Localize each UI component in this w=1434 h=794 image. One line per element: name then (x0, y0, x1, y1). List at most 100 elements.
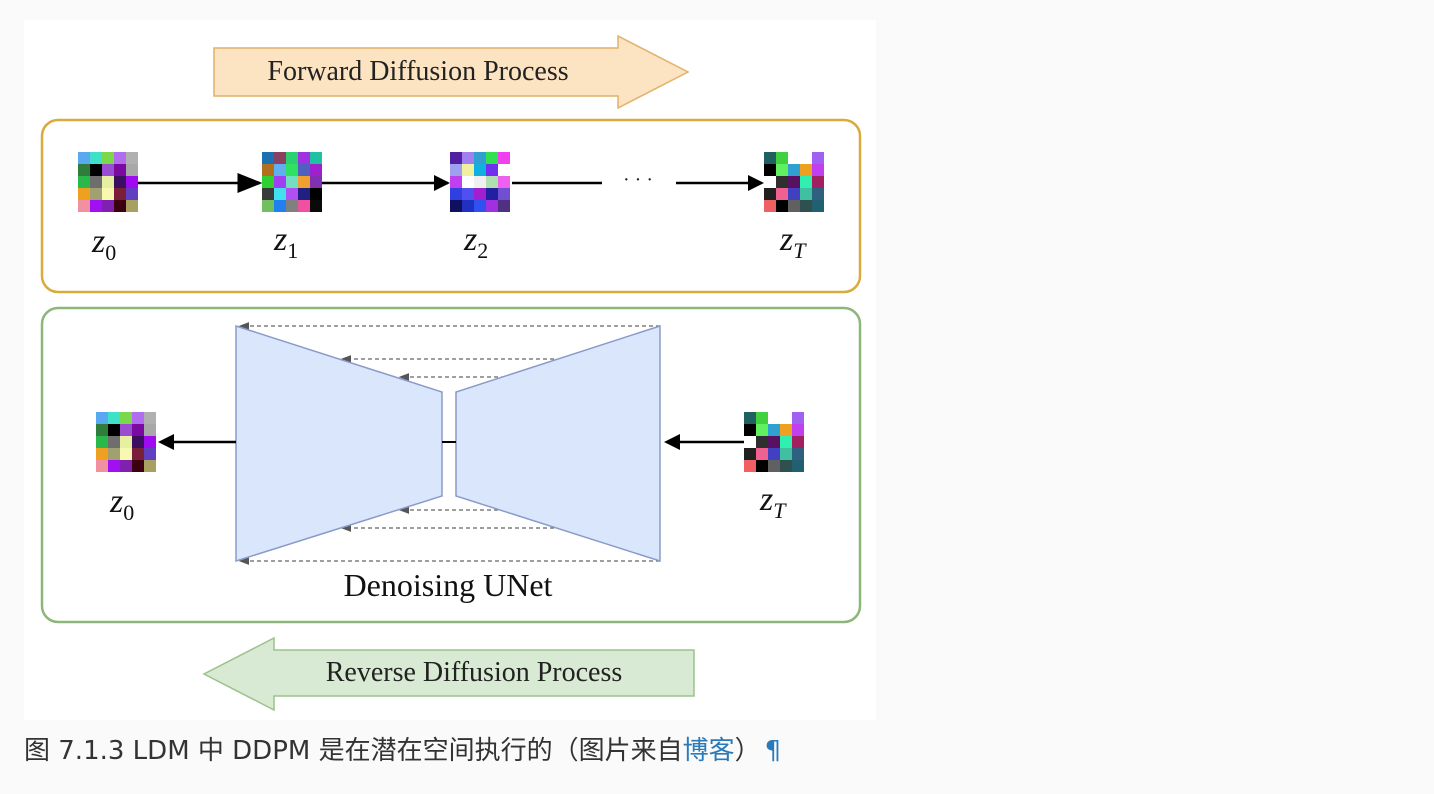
latent-pixel (310, 176, 322, 188)
latent-pixel (744, 448, 756, 460)
latent-pixel (78, 152, 90, 164)
latent-pixel (262, 176, 274, 188)
forward-arrow-label: Forward Diffusion Process (267, 56, 568, 87)
latent-pixel (144, 424, 156, 436)
latent-pixel (114, 176, 126, 188)
latent-pixel (132, 448, 144, 460)
latent-pixel (286, 164, 298, 176)
latent-grid-z1 (262, 152, 322, 212)
latent-pixel (780, 460, 792, 472)
latent-pixel (462, 164, 474, 176)
latent-pixel (126, 152, 138, 164)
latent-pixel (262, 188, 274, 200)
latent-pixel (286, 152, 298, 164)
latent-pixel (450, 176, 462, 188)
latent-pixel (274, 200, 286, 212)
latent-pixel (780, 412, 792, 424)
latent-pixel (102, 176, 114, 188)
latent-pixel (764, 164, 776, 176)
latent-pixel (90, 164, 102, 176)
latent-pixel (768, 412, 780, 424)
latent-pixel (450, 164, 462, 176)
ellipsis: · · · (623, 169, 653, 191)
latent-pixel (474, 200, 486, 212)
latent-pixel (310, 152, 322, 164)
latent-pixel (498, 188, 510, 200)
latent-pixel (450, 188, 462, 200)
label-reverse-zT: zT (759, 481, 787, 523)
latent-grid-z2 (450, 152, 510, 212)
latent-pixel (462, 176, 474, 188)
latent-pixel (108, 460, 120, 472)
latent-pixel (274, 164, 286, 176)
latent-pixel (132, 424, 144, 436)
latent-pixel (800, 164, 812, 176)
latent-pixel (474, 188, 486, 200)
latent-pixel (450, 152, 462, 164)
latent-pixel (776, 164, 788, 176)
latent-pixel (756, 436, 768, 448)
latent-pixel (792, 436, 804, 448)
latent-pixel (812, 176, 824, 188)
latent-grid-reverse-z0 (96, 412, 156, 472)
caption-blog-link[interactable]: 博客 (682, 736, 735, 766)
latent-pixel (102, 188, 114, 200)
latent-pixel (274, 176, 286, 188)
latent-pixel (78, 188, 90, 200)
latent-pixel (286, 188, 298, 200)
latent-pixel (764, 188, 776, 200)
latent-pixel (486, 176, 498, 188)
latent-grid-reverse-zT (744, 412, 804, 472)
latent-pixel (310, 188, 322, 200)
unet-label: Denoising UNet (344, 567, 553, 603)
latent-pixel (132, 436, 144, 448)
latent-pixel (96, 424, 108, 436)
latent-pixel (286, 176, 298, 188)
caption-tail: ） (734, 736, 761, 766)
latent-pixel (812, 152, 824, 164)
latent-pixel (298, 200, 310, 212)
latent-pixel (120, 424, 132, 436)
latent-pixel (792, 460, 804, 472)
latent-pixel (108, 436, 120, 448)
latent-pixel (792, 412, 804, 424)
latent-pixel (486, 164, 498, 176)
latent-pixel (96, 460, 108, 472)
label-z1: z1 (273, 221, 298, 263)
pilcrow-anchor-icon[interactable]: ¶ (764, 736, 782, 766)
caption-text: 图 7.1.3 LDM 中 DDPM 是在潜在空间执行的（图片来自 (24, 736, 683, 766)
latent-pixel (262, 200, 274, 212)
latent-pixel (800, 152, 812, 164)
latent-pixel (744, 460, 756, 472)
latent-pixel (462, 188, 474, 200)
latent-pixel (102, 164, 114, 176)
arrow-unet-to-z0-head (158, 434, 174, 450)
latent-pixel (144, 448, 156, 460)
latent-pixel (498, 176, 510, 188)
latent-pixel (756, 424, 768, 436)
latent-pixel (126, 176, 138, 188)
latent-pixel (800, 200, 812, 212)
latent-grid-z0 (78, 152, 138, 212)
latent-pixel (120, 436, 132, 448)
latent-pixel (768, 436, 780, 448)
latent-pixel (812, 200, 824, 212)
latent-pixel (126, 164, 138, 176)
latent-pixel (102, 152, 114, 164)
diffusion-figure: Forward Diffusion Process · · · z0 z1 z2… (24, 20, 876, 720)
latent-pixel (498, 164, 510, 176)
latent-pixel (764, 200, 776, 212)
latent-pixel (800, 176, 812, 188)
reverse-arrow-label: Reverse Diffusion Process (326, 657, 623, 688)
latent-pixel (114, 152, 126, 164)
latent-pixel (90, 188, 102, 200)
latent-pixel (90, 152, 102, 164)
latent-pixel (756, 460, 768, 472)
latent-pixel (90, 176, 102, 188)
latent-pixel (474, 164, 486, 176)
latent-pixel (126, 200, 138, 212)
arrow-dots-zT-head (748, 175, 764, 191)
latent-pixel (764, 152, 776, 164)
latent-pixel (286, 200, 298, 212)
forward-arrow-shape (213, 34, 690, 110)
